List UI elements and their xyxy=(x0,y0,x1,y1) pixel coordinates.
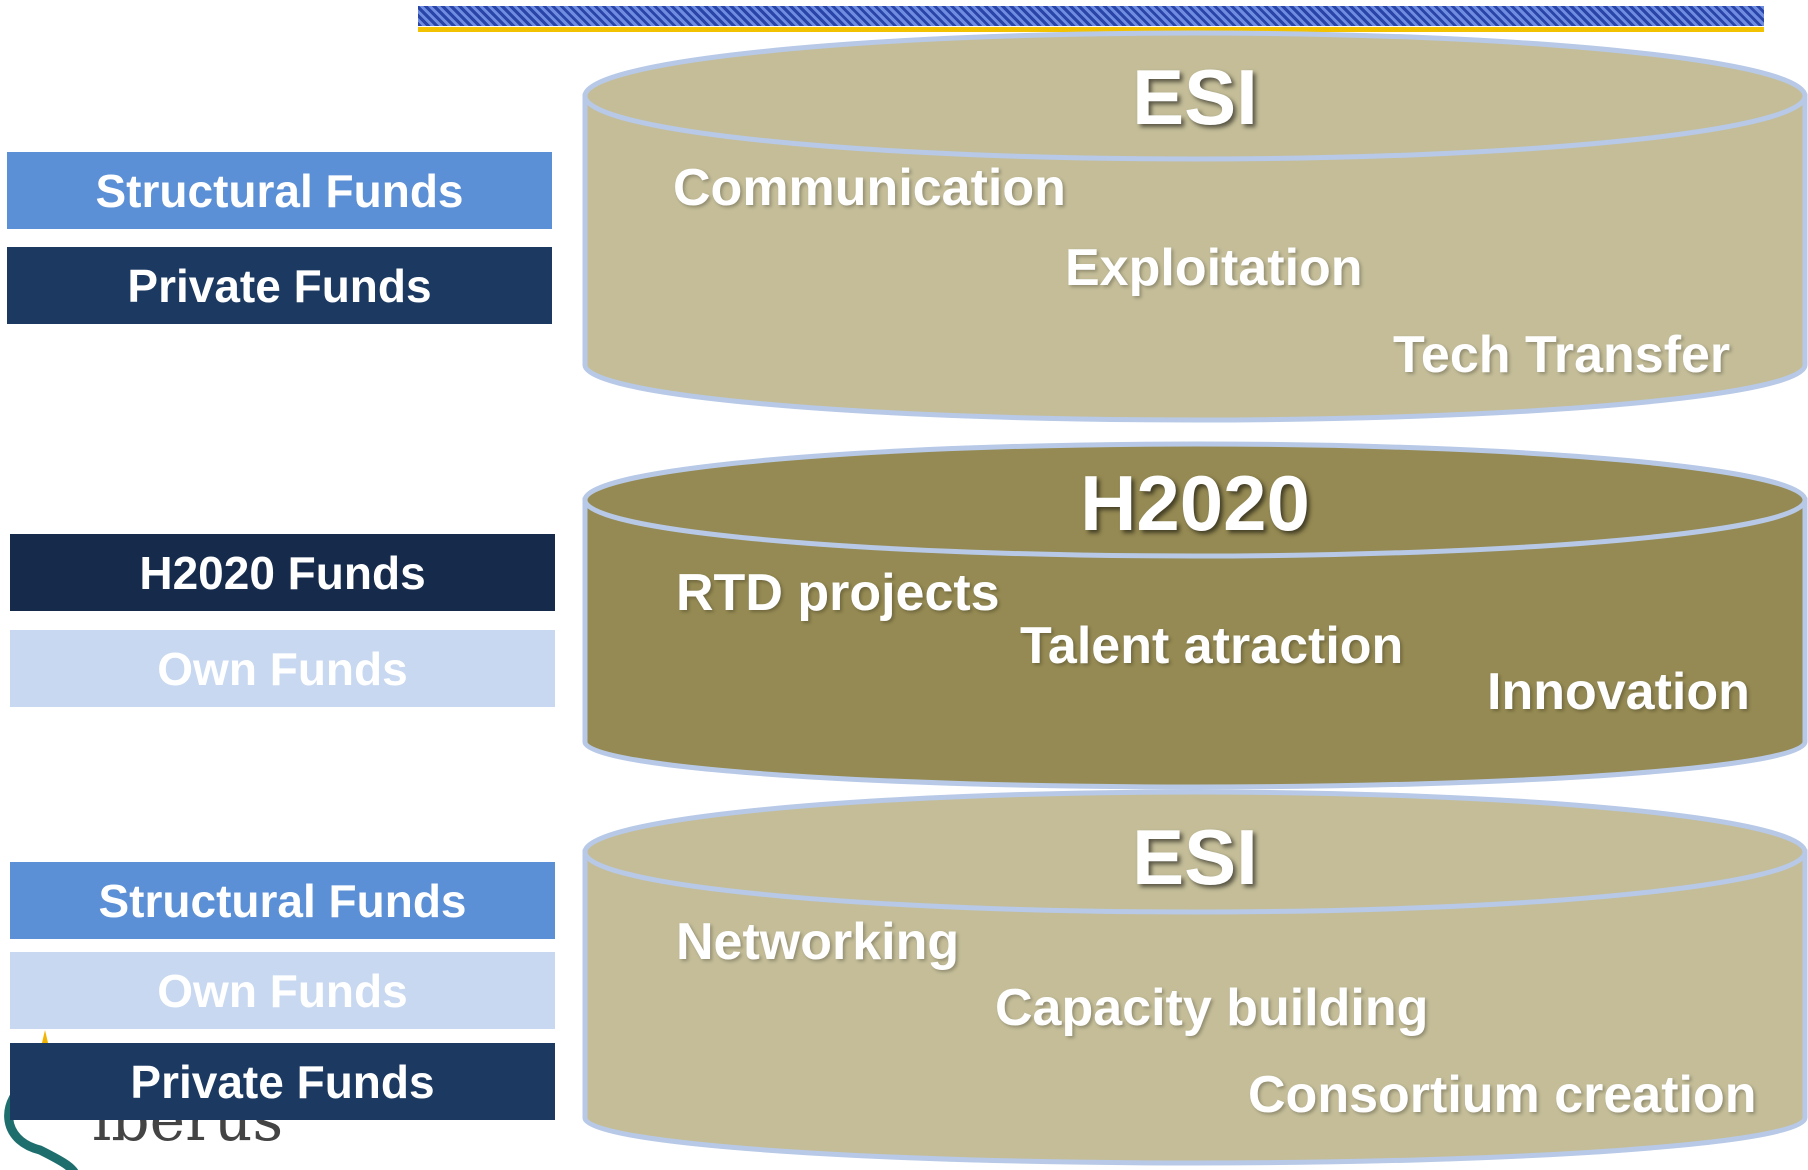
drum-2-item-3: Innovation xyxy=(1487,663,1750,721)
fund-own-2: Own Funds xyxy=(10,952,555,1029)
drum-2-title: H2020 xyxy=(1080,459,1310,547)
drum-esi-bottom xyxy=(582,789,1808,1166)
drum-esi-top xyxy=(582,30,1808,423)
fund-h2020: H2020 Funds xyxy=(10,534,555,611)
drum-1-title: ESI xyxy=(1132,53,1258,141)
drum-3-title: ESI xyxy=(1132,813,1258,901)
drum-3-item-2: Capacity building xyxy=(995,979,1429,1037)
fund-structural-1: Structural Funds xyxy=(7,152,552,229)
drum-1-item-3: Tech Transfer xyxy=(1393,326,1731,384)
header-yellow-line xyxy=(418,27,1764,32)
drum-2-item-2: Talent atraction xyxy=(1020,617,1404,675)
fund-private-2: Private Funds xyxy=(10,1043,555,1120)
drum-1-item-1: Communication xyxy=(673,159,1066,217)
drum-1-item-2: Exploitation xyxy=(1065,239,1363,297)
drum-3-item-3: Consortium creation xyxy=(1248,1066,1757,1124)
fund-own-1: Own Funds xyxy=(10,630,555,707)
drum-2-item-1: RTD projects xyxy=(676,564,1000,622)
drum-h2020 xyxy=(582,441,1808,790)
drum-3-item-1: Networking xyxy=(676,913,960,971)
fund-structural-2: Structural Funds xyxy=(10,862,555,939)
fund-private-1: Private Funds xyxy=(7,247,552,324)
header-hatched-band xyxy=(418,6,1764,26)
